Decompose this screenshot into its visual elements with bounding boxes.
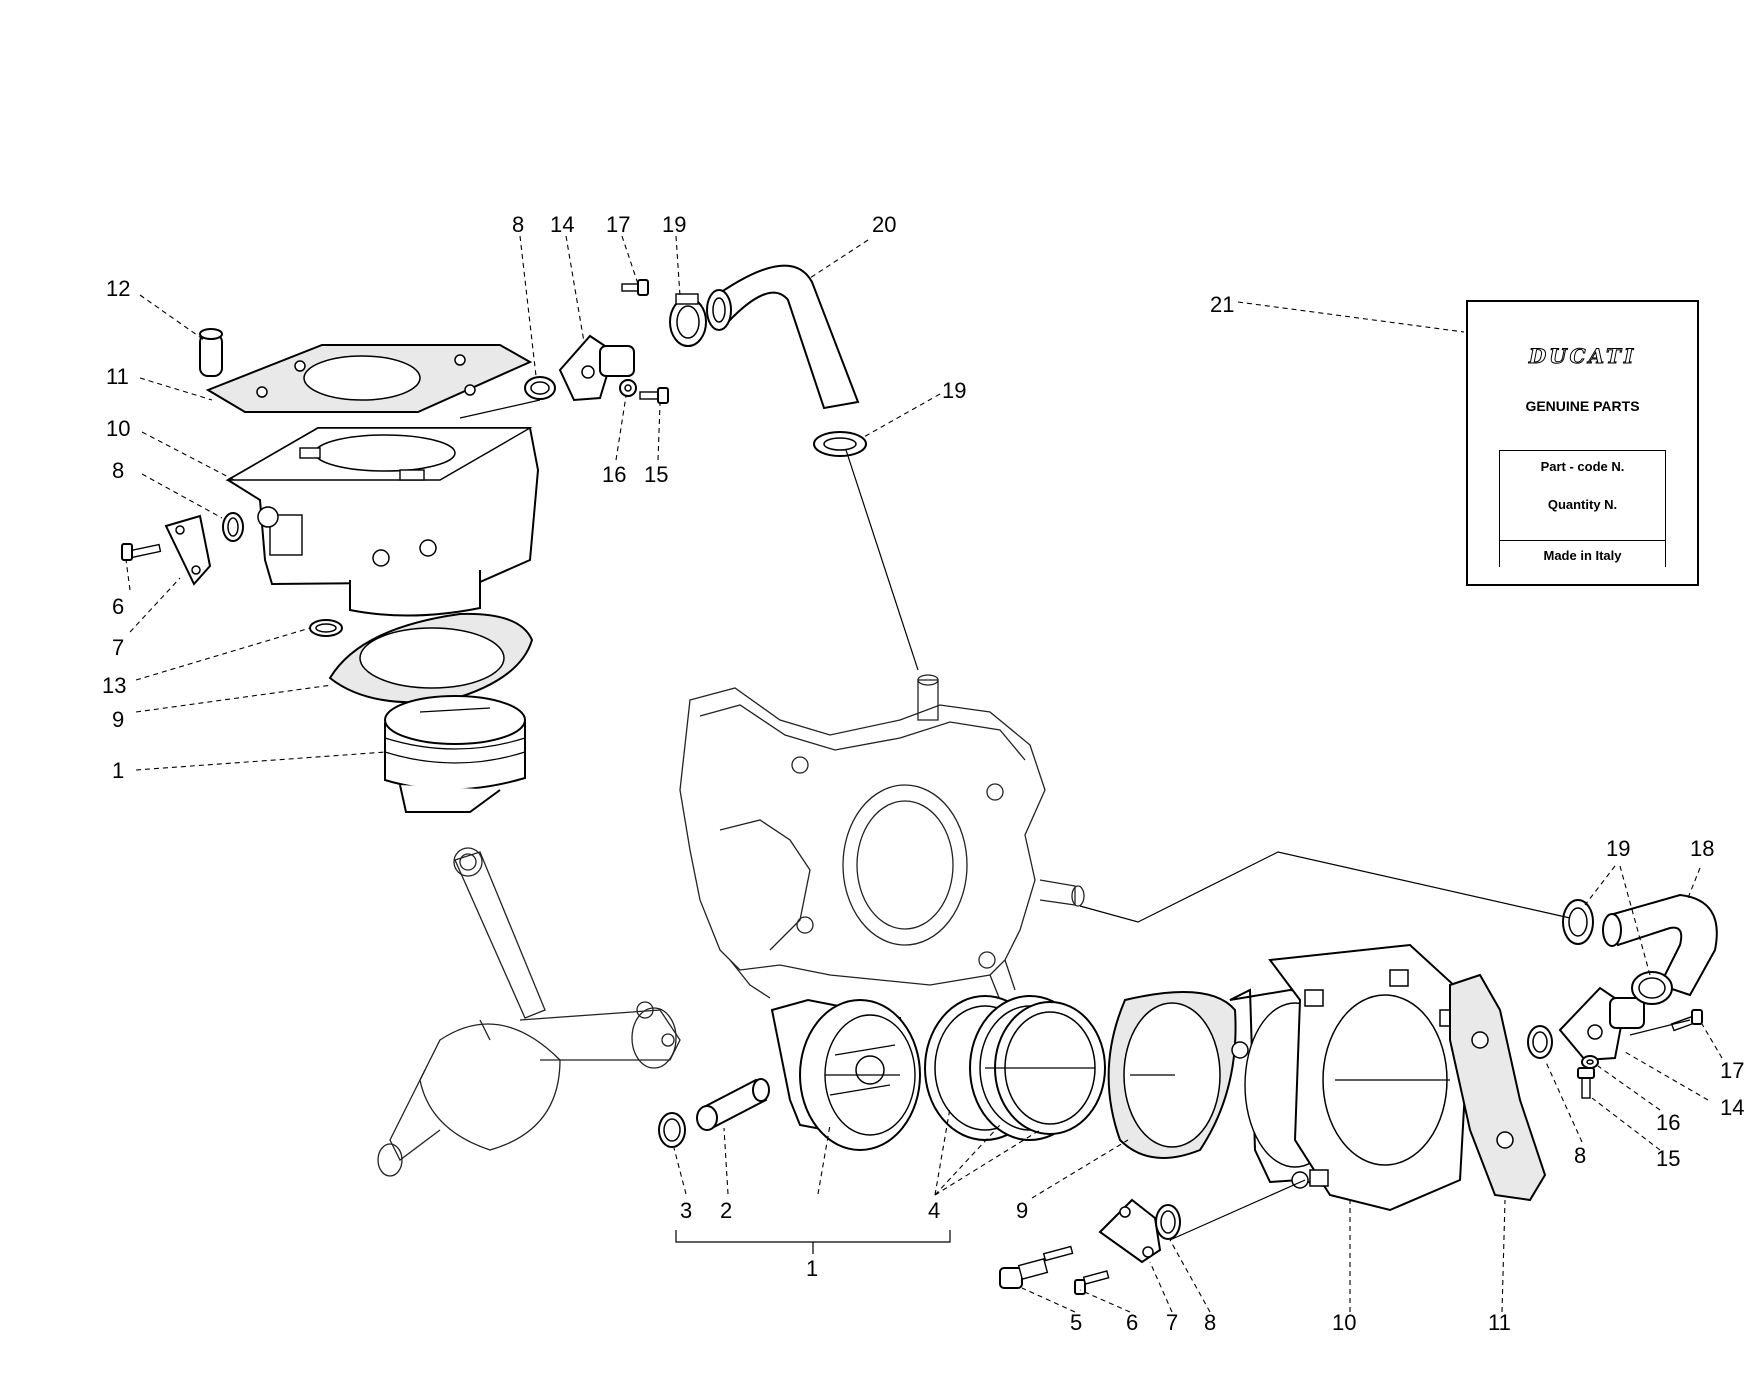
callout-17-right: 17 xyxy=(1720,1058,1744,1083)
callout-3: 3 xyxy=(680,1198,692,1223)
screw-part-17-top xyxy=(621,279,649,296)
callout-5: 5 xyxy=(1070,1310,1082,1335)
leader-lines xyxy=(125,235,1723,1313)
hose-part-18 xyxy=(1602,893,1718,997)
callout-8-top: 8 xyxy=(512,212,524,237)
cylinder-part-10-lower xyxy=(1229,943,1472,1212)
callout-14-right: 14 xyxy=(1720,1095,1744,1120)
callout-16-top: 16 xyxy=(602,462,626,487)
made-in-label: Made in Italy xyxy=(1543,548,1622,563)
crankshaft-outline xyxy=(377,847,681,1177)
screw-part-15-top xyxy=(639,387,669,404)
quantity-label: Quantity N. xyxy=(1547,497,1618,512)
callout-13: 13 xyxy=(102,673,126,698)
cover-plate-part-7-lower xyxy=(1098,1198,1162,1264)
callout-14-top: 14 xyxy=(550,212,574,237)
temperature-sensor-part-5 xyxy=(999,1245,1074,1289)
o-ring-part-8-left xyxy=(222,512,244,542)
piston-part-1-left xyxy=(384,695,526,813)
o-ring-part-13 xyxy=(309,619,343,637)
callout-16-right: 16 xyxy=(1656,1110,1680,1135)
o-ring-part-8-right xyxy=(1527,1025,1553,1059)
label-divider xyxy=(1500,540,1665,541)
piston-pin-part-2 xyxy=(696,1078,770,1131)
callout-9-left: 9 xyxy=(112,707,124,732)
callout-4: 4 xyxy=(928,1198,940,1223)
hose-clamp-part-19-mid xyxy=(813,431,867,457)
callout-labels: 12 11 10 8 6 7 13 9 1 8 14 17 19 20 16 1… xyxy=(102,212,1744,1335)
callout-10-left: 10 xyxy=(106,416,130,441)
callout-11-left: 11 xyxy=(106,364,129,389)
callout-19-top: 19 xyxy=(662,212,686,237)
water-union-part-14-top xyxy=(558,334,635,402)
hose-clamp-part-19-right-a xyxy=(1562,899,1594,945)
dowel-sleeve-part-12 xyxy=(199,328,223,377)
head-gasket-part-11-lower xyxy=(1449,973,1547,1202)
washer-part-16-top xyxy=(619,379,637,397)
head-gasket-part-11 xyxy=(205,344,533,413)
callout-7-lower: 7 xyxy=(1166,1310,1178,1335)
callout-8-left: 8 xyxy=(112,458,124,483)
screw-part-15-right xyxy=(1577,1067,1595,1099)
callout-1-lower: 1 xyxy=(806,1256,818,1281)
callout-18: 18 xyxy=(1690,836,1714,861)
o-ring-part-8-top xyxy=(524,376,556,400)
o-ring-part-8-lower xyxy=(1155,1204,1181,1240)
callout-15-right: 15 xyxy=(1656,1146,1680,1171)
callout-19-right: 19 xyxy=(1606,836,1630,861)
callout-10-lower: 10 xyxy=(1332,1310,1356,1335)
cylinder-part-10 xyxy=(225,427,540,617)
label-info-box: Part - code N. Quantity N. Made in Italy xyxy=(1499,450,1666,567)
callout-15-top: 15 xyxy=(644,462,668,487)
callout-6-lower: 6 xyxy=(1126,1310,1138,1335)
callout-20: 20 xyxy=(872,212,896,237)
callout-21: 21 xyxy=(1210,292,1234,317)
genuine-parts-text: GENUINE PARTS xyxy=(1525,398,1640,414)
water-union-part-14-right xyxy=(1558,986,1645,1062)
hose-clamp-part-19-right-b xyxy=(1631,971,1673,1005)
callout-12: 12 xyxy=(106,276,130,301)
callout-2: 2 xyxy=(720,1198,732,1223)
cover-plate-part-7-left xyxy=(164,514,212,586)
callout-19-mid: 19 xyxy=(942,378,966,403)
callout-11-lower: 11 xyxy=(1488,1310,1511,1335)
screw-part-6-lower xyxy=(1074,1270,1110,1295)
callout-6-left: 6 xyxy=(112,594,124,619)
screw-part-6-left xyxy=(121,543,162,561)
part-code-label: Part - code N. xyxy=(1540,459,1625,474)
screw-part-17-right xyxy=(1670,1009,1703,1032)
callout-1-left: 1 xyxy=(112,758,124,783)
callout-17-top: 17 xyxy=(606,212,630,237)
callout-7-left: 7 xyxy=(112,635,124,660)
callout-8-lower: 8 xyxy=(1204,1310,1216,1335)
genuine-parts-label: DUCATI GENUINE PARTS Part - code N. Quan… xyxy=(1466,300,1699,586)
circlip-part-3 xyxy=(658,1112,686,1148)
hose-clamp-part-19-top xyxy=(669,293,707,347)
washer-part-16-right xyxy=(1581,1055,1599,1069)
ducati-logo: DUCATI xyxy=(1528,344,1637,369)
callout-8-right: 8 xyxy=(1574,1143,1586,1168)
crankcase-outline xyxy=(679,674,1085,1011)
hose-part-20 xyxy=(706,264,860,410)
callout-9-lower: 9 xyxy=(1016,1198,1028,1223)
base-gasket-part-9-left xyxy=(328,612,534,704)
